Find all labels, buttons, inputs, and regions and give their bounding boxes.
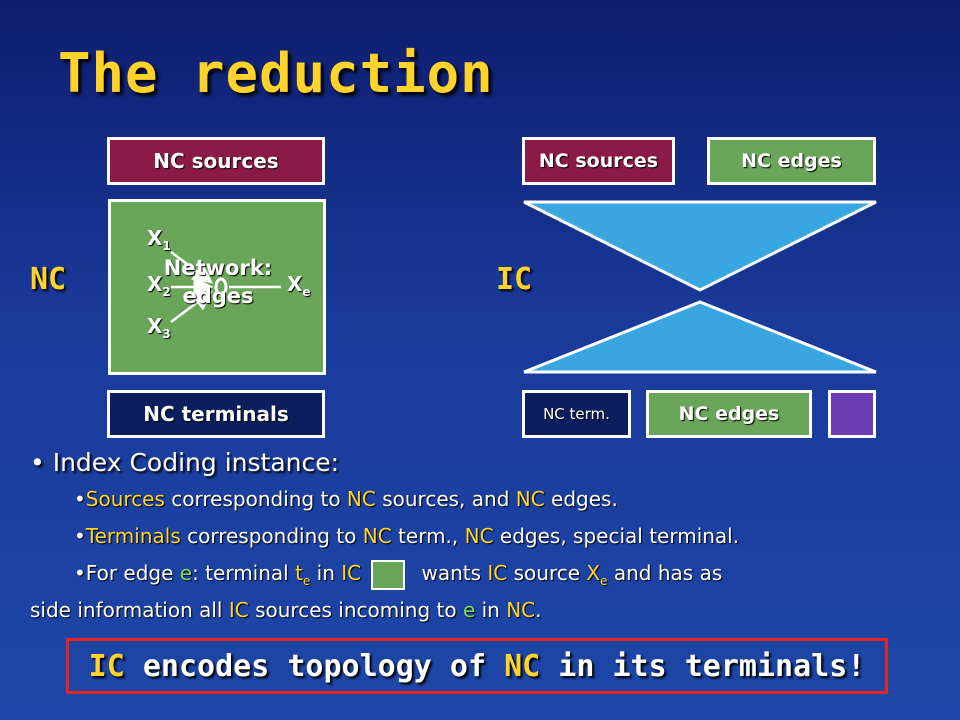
ic-nc-edges-top-label: NC edges — [741, 150, 842, 172]
var-x2: X2 — [147, 272, 171, 299]
ic-nc-edges-top-box: NC edges — [707, 137, 876, 185]
nc-terminals-box: NC terminals — [107, 390, 325, 438]
network-arrows — [170, 251, 281, 323]
edge-node — [214, 277, 228, 297]
var-x3: X3 — [147, 314, 171, 341]
network-box: X1 X2 X3 Xe Network: edges — [108, 199, 326, 375]
slide-title: The reduction — [58, 42, 494, 105]
nc-label: NC — [30, 262, 67, 297]
nc-terminals-label: NC terminals — [143, 402, 289, 426]
bullet-list: • Index Coding instance: •Sources corres… — [30, 448, 940, 633]
bullet-main: • Index Coding instance: — [30, 448, 340, 477]
ic-top-triangle — [523, 200, 877, 292]
callout-box: IC encodes topology of NC in its termina… — [66, 638, 888, 694]
nc-sources-box: NC sources — [107, 137, 325, 185]
ic-bottom-triangle — [523, 300, 877, 374]
ic-nc-sources-box: NC sources — [522, 137, 675, 185]
ic-nc-sources-label: NC sources — [538, 150, 659, 172]
bullet-edge: •For edge e: terminal te in IC wants IC … — [30, 559, 940, 625]
ic-nc-edges-bottom-box: NC edges — [646, 390, 812, 438]
nc-sources-label: NC sources — [153, 149, 279, 173]
ic-nc-term-label: NC term. — [543, 405, 610, 423]
ic-nc-edges-bottom-label: NC edges — [678, 403, 780, 425]
ic-label: IC — [496, 262, 533, 297]
bullet-sources: •Sources corresponding to NC sources, an… — [74, 487, 618, 511]
edge-arrow-x3 — [170, 290, 213, 323]
special-terminal-box — [828, 390, 876, 438]
network-label: Network: edges — [163, 256, 273, 308]
ic-nc-term-box: NC term. — [522, 390, 631, 438]
bullet-terminals: •Terminals corresponding to NC term., NC… — [74, 524, 740, 548]
bullet-edge-line2: side information all IC sources incoming… — [30, 598, 542, 622]
inline-green-box — [371, 559, 406, 590]
var-x1: X1 — [147, 226, 171, 253]
var-xe: Xe — [287, 272, 311, 299]
